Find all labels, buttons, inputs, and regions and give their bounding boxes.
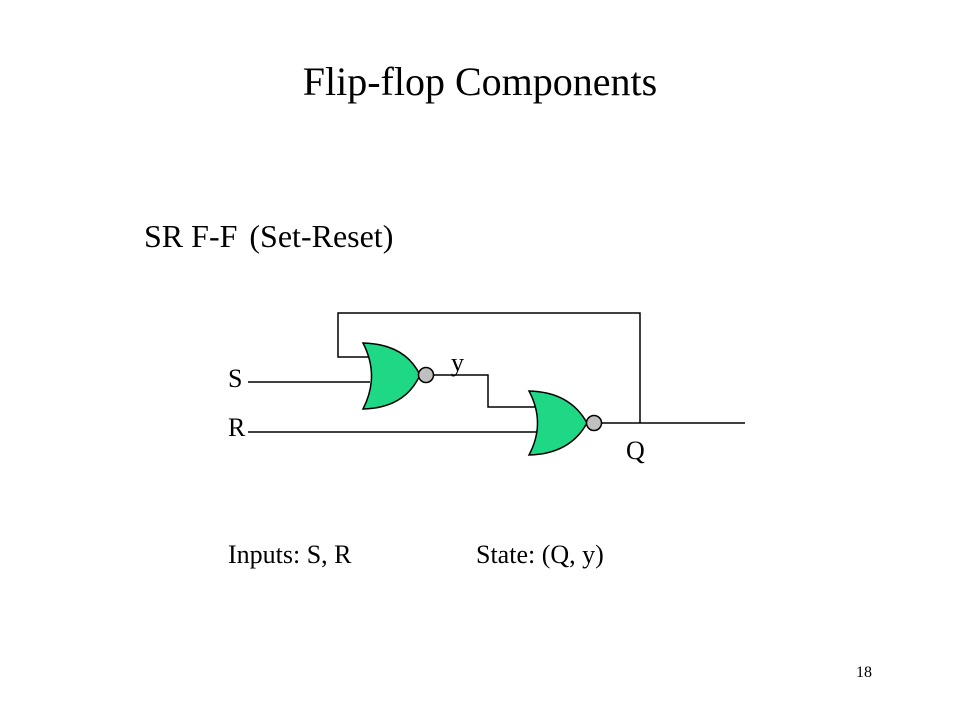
nor-gate-2 [527, 390, 588, 456]
page-number: 18 [856, 664, 872, 681]
slide-title: Flip-flop Components [302, 59, 658, 104]
nor-gate-2-bubble [585, 414, 603, 432]
y-label: y [451, 348, 464, 377]
flip-flop-heading: SR F-F (Set-Reset) [144, 218, 393, 255]
feedback-wire [337, 312, 641, 423]
flip-flop-name: SR F-F [144, 218, 238, 254]
inputs-text: Inputs: S, R [228, 540, 352, 569]
circuit-wires [248, 312, 745, 433]
state-text: State: (Q, y) [476, 540, 604, 569]
r-label: R [228, 413, 246, 442]
s-label: S [228, 364, 242, 393]
nor-gate-1-bubble [417, 366, 435, 384]
nor-gate-1 [361, 342, 421, 410]
q-label: Q [626, 436, 645, 465]
y-wire [430, 374, 536, 408]
flip-flop-description: (Set-Reset) [249, 218, 394, 254]
